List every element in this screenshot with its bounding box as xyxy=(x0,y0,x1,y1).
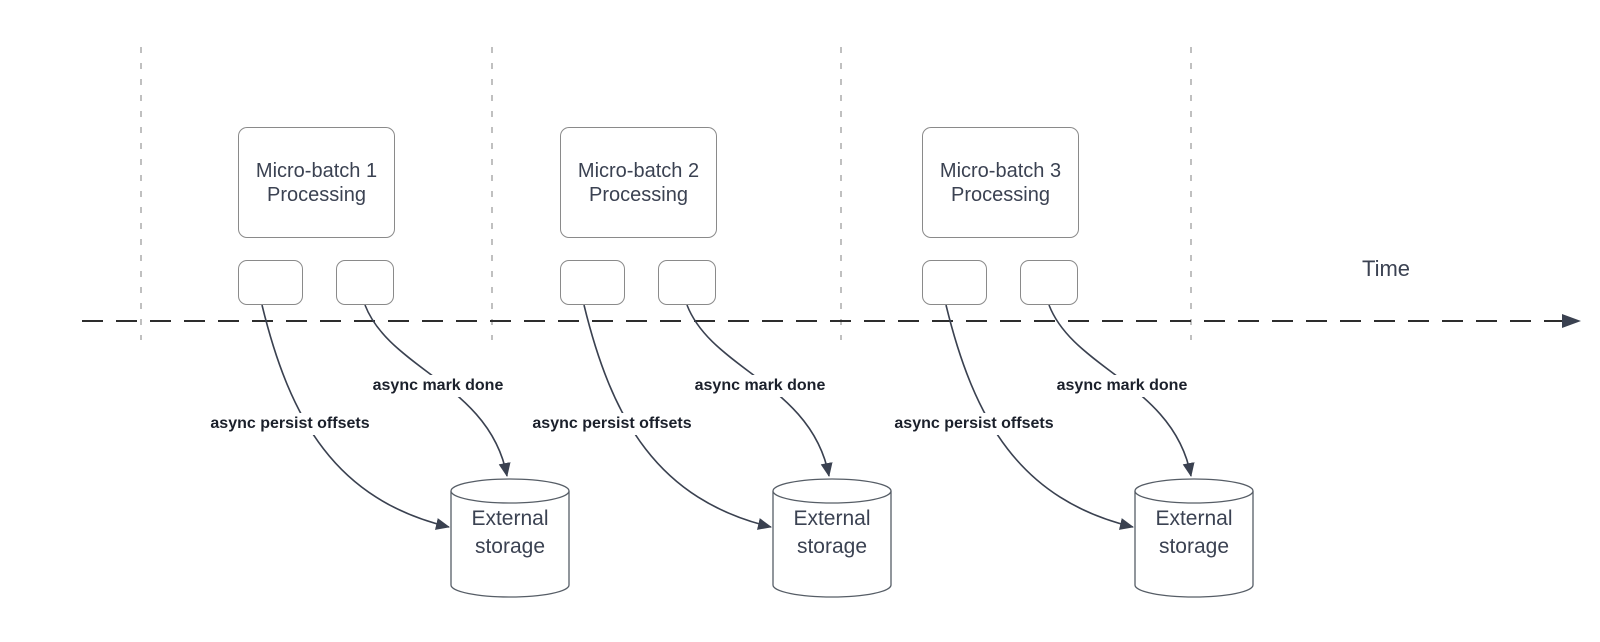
time-axis-label: Time xyxy=(1361,256,1411,281)
box-title-line-2: Processing xyxy=(267,183,366,206)
micro-batch-2-shapes xyxy=(583,304,892,598)
persist-offsets-arrow xyxy=(945,304,1134,530)
box-title-line-1: Micro-batch 2 xyxy=(577,159,700,182)
persist-offsets-label: async persist offsets xyxy=(197,413,383,435)
storage-label-line-2: storage xyxy=(474,535,546,558)
persist-offsets-label: async persist offsets xyxy=(881,413,1067,435)
time-axis xyxy=(82,314,1581,328)
storage-cylinder-body xyxy=(1134,491,1254,598)
micro-batch-3-shapes xyxy=(945,304,1254,598)
box-title-line-2: Processing xyxy=(951,183,1050,206)
external-storage-label: External storage xyxy=(772,505,892,561)
storage-label-line-2: storage xyxy=(1158,535,1230,558)
persist-offsets-label: async persist offsets xyxy=(519,413,705,435)
micro-batch-1-box: Micro-batch 1 Processing xyxy=(238,127,395,238)
storage-label-line-1: External xyxy=(1155,507,1233,530)
storage-label-line-2: storage xyxy=(796,535,868,558)
micro-batch-2-box: Micro-batch 2 Processing xyxy=(560,127,717,238)
box-title-line-1: Micro-batch 1 xyxy=(255,159,378,182)
task-rect-right xyxy=(336,260,394,305)
task-rect-right xyxy=(1020,260,1078,305)
storage-label-line-1: External xyxy=(793,507,871,530)
task-rect-right xyxy=(658,260,716,305)
micro-batch-3-box: Micro-batch 3 Processing xyxy=(922,127,1079,238)
mark-done-label: async mark done xyxy=(1044,375,1200,397)
storage-cylinder-top xyxy=(1134,478,1254,504)
box-title-line-1: Micro-batch 3 xyxy=(939,159,1062,182)
storage-cylinder-top xyxy=(772,478,892,504)
time-axis-arrowhead-icon xyxy=(1562,314,1581,328)
mark-done-label: async mark done xyxy=(682,375,838,397)
task-rect-left xyxy=(922,260,987,305)
micro-batch-1-shapes xyxy=(261,304,570,598)
storage-cylinder-top xyxy=(450,478,570,504)
storage-cylinder-body xyxy=(772,491,892,598)
persist-offsets-arrow xyxy=(261,304,450,530)
storage-label-line-1: External xyxy=(471,507,549,530)
storage-cylinder-body xyxy=(450,491,570,598)
persist-offsets-arrow xyxy=(583,304,772,530)
mark-done-label: async mark done xyxy=(360,375,516,397)
external-storage-label: External storage xyxy=(1134,505,1254,561)
box-title-line-2: Processing xyxy=(589,183,688,206)
task-rect-left xyxy=(238,260,303,305)
external-storage-label: External storage xyxy=(450,505,570,561)
task-rect-left xyxy=(560,260,625,305)
